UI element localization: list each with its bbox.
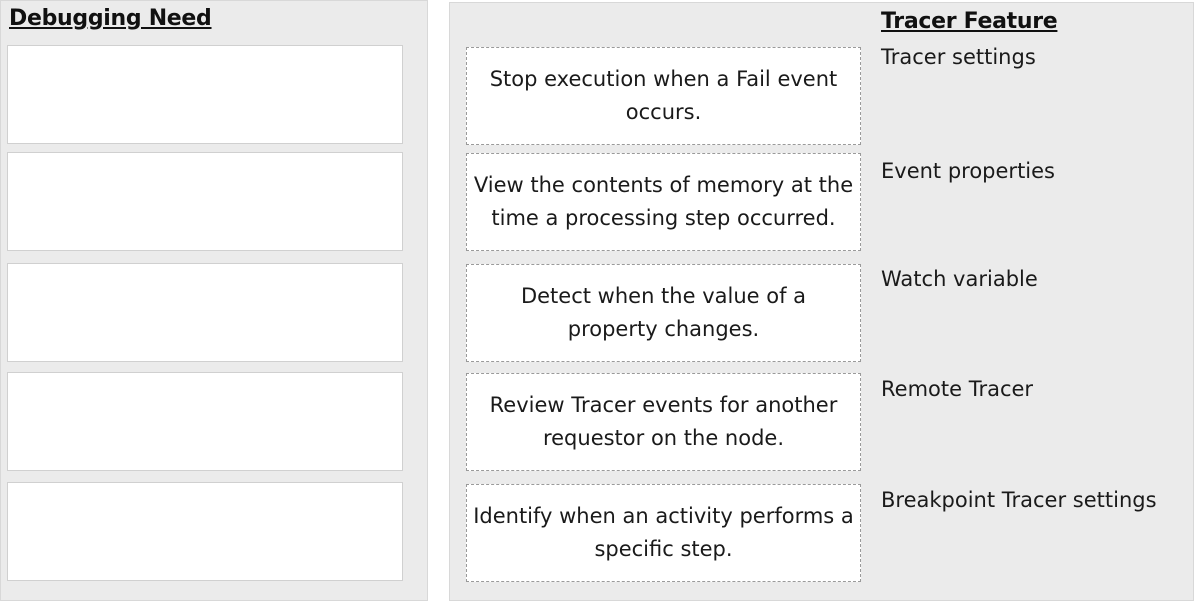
need-card-label: View the contents of memory at the time … bbox=[473, 173, 854, 230]
need-card-label: Identify when an activity performs a spe… bbox=[473, 504, 854, 561]
debugging-need-panel: Debugging Need bbox=[0, 0, 428, 601]
draggable-need-card[interactable]: Detect when the value of a property chan… bbox=[466, 264, 861, 362]
debugging-need-heading: Debugging Need bbox=[9, 6, 212, 31]
drop-target-3[interactable] bbox=[7, 263, 403, 362]
need-card-label: Detect when the value of a property chan… bbox=[520, 284, 807, 341]
draggable-need-card[interactable]: Stop execution when a Fail event occurs. bbox=[466, 47, 861, 145]
drop-target-4[interactable] bbox=[7, 372, 403, 471]
drop-target-5[interactable] bbox=[7, 482, 403, 581]
feature-label: Remote Tracer bbox=[881, 377, 1034, 401]
need-card-label: Stop execution when a Fail event occurs. bbox=[489, 67, 838, 124]
feature-label: Breakpoint Tracer settings bbox=[881, 488, 1157, 512]
draggable-need-card[interactable]: Identify when an activity performs a spe… bbox=[466, 484, 861, 582]
draggable-need-card[interactable]: Review Tracer events for another request… bbox=[466, 373, 861, 471]
drop-target-1[interactable] bbox=[7, 45, 403, 144]
tracer-feature-heading: Tracer Feature bbox=[881, 9, 1058, 34]
draggable-need-card[interactable]: View the contents of memory at the time … bbox=[466, 153, 861, 251]
drop-target-2[interactable] bbox=[7, 152, 403, 251]
need-card-label: Review Tracer events for another request… bbox=[489, 393, 838, 450]
feature-label: Watch variable bbox=[881, 267, 1038, 291]
feature-label: Tracer settings bbox=[881, 45, 1036, 69]
tracer-feature-panel: Tracer Feature Stop execution when a Fai… bbox=[449, 2, 1194, 601]
feature-label: Event properties bbox=[881, 159, 1055, 183]
